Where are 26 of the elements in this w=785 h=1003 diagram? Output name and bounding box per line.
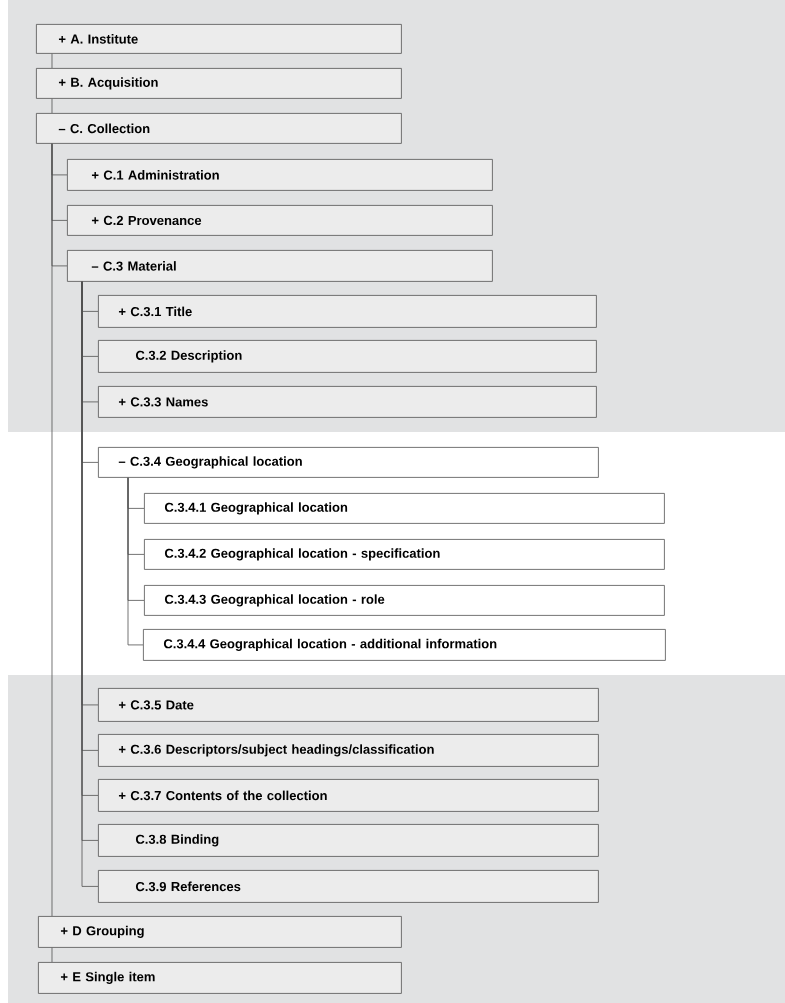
tree-item-box: + C.3.5 Date xyxy=(98,688,599,722)
tree-item-box: + D Grouping xyxy=(38,916,402,948)
connector-line xyxy=(51,947,53,963)
tree-item-box: + B. Acquisition xyxy=(36,68,402,99)
tree-item-box: + E Single item xyxy=(38,962,402,994)
tree-item-box: + A. Institute xyxy=(36,24,402,54)
connector-line xyxy=(127,477,144,646)
tree-item-box: + C.2 Provenance xyxy=(67,205,493,236)
tree-item-box: – C. Collection xyxy=(36,113,402,144)
tree-item-box: – C.3.4 Geographical location xyxy=(98,447,599,478)
tree-item-box: – C.3 Material xyxy=(67,250,493,282)
tree-item-box: C.3.9 References xyxy=(98,870,599,903)
connector-line xyxy=(51,98,53,114)
tree-item-box: C.3.4.3 Geographical location - role xyxy=(144,585,665,616)
tree-item-box: + C.3.6 Descriptors/subject headings/classification xyxy=(98,734,599,767)
connector-line xyxy=(51,143,53,917)
tree-item-box: + C.1 Administration xyxy=(67,159,493,191)
tree-item-box: C.3.2 Description xyxy=(98,340,597,373)
tree-item-box: + C.3.1 Title xyxy=(98,295,597,328)
tree-item-box: C.3.4.1 Geographical location xyxy=(144,493,665,524)
tree-item-box: C.3.4.4 Geographical location - additional information xyxy=(143,629,666,661)
tree-item-box: + C.3.3 Names xyxy=(98,386,597,418)
tree-item-box: C.3.8 Binding xyxy=(98,824,599,857)
tree-item-box: + C.3.7 Contents of the collection xyxy=(98,779,599,812)
connector-line xyxy=(51,53,53,69)
tree-item-box: C.3.4.2 Geographical location - specification xyxy=(144,539,665,570)
